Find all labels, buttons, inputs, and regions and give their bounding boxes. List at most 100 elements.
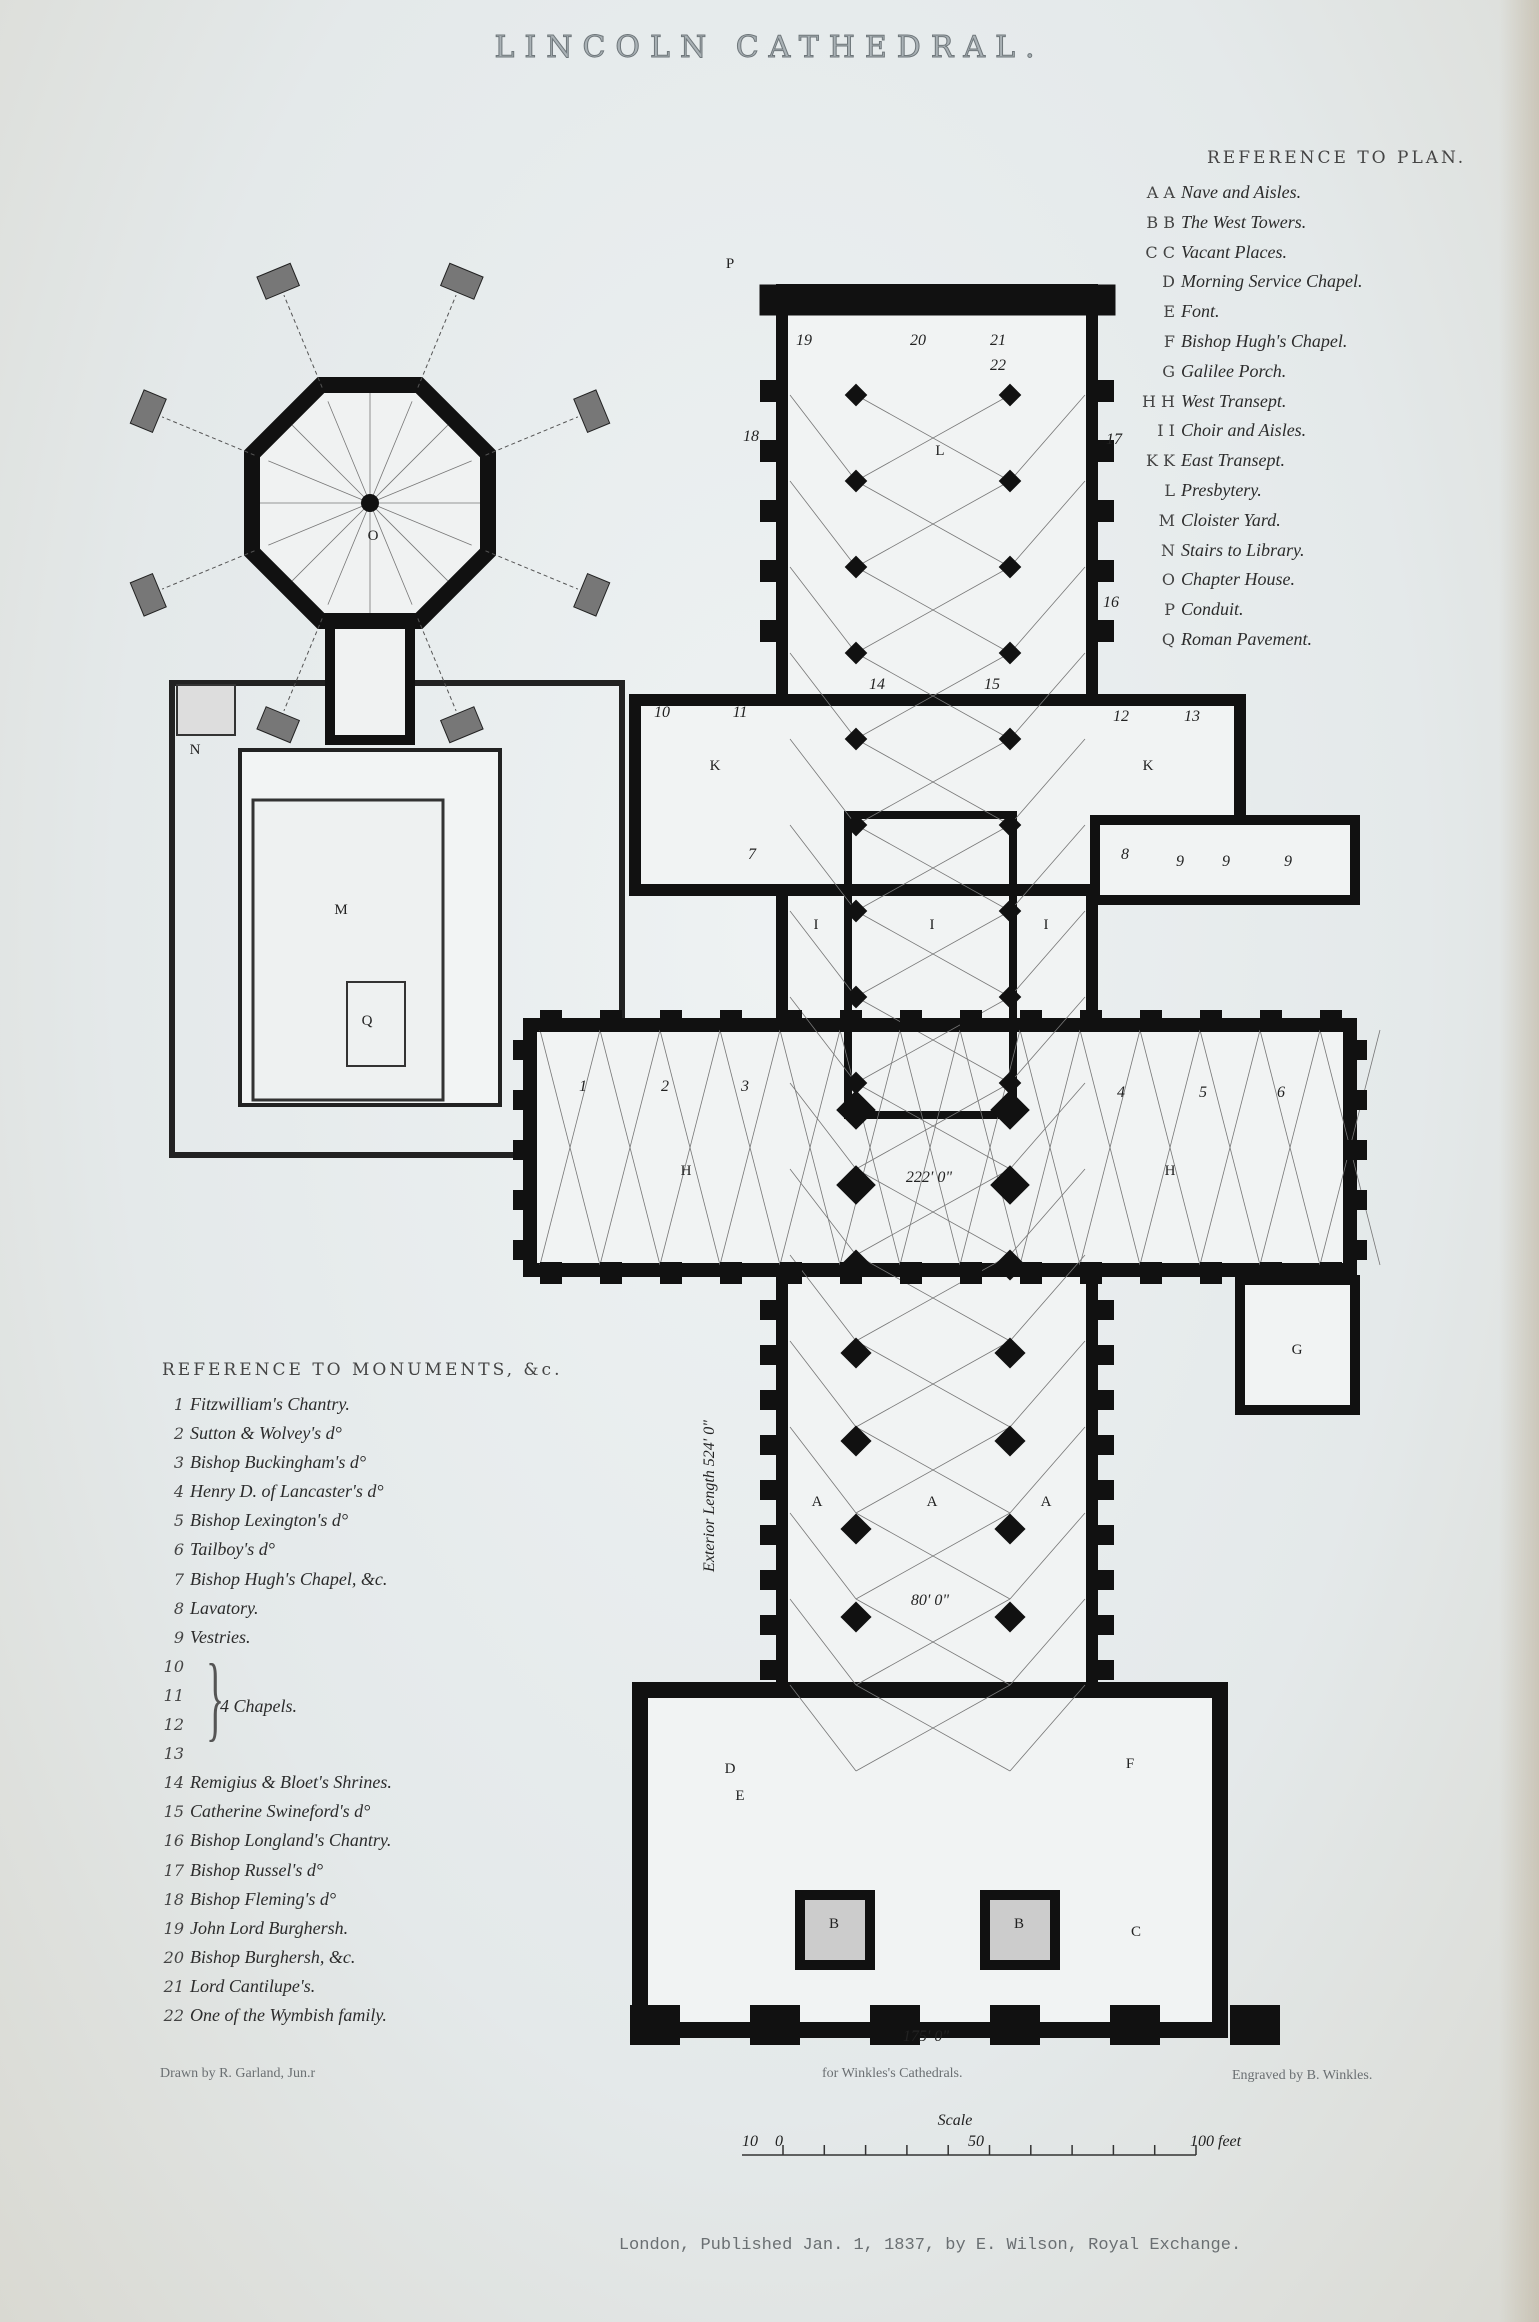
vault-rib: [855, 824, 1011, 912]
vault-rib: [779, 1029, 841, 1266]
legend-key: K K: [1146, 451, 1175, 471]
legend-key: 7: [173, 1569, 184, 1589]
buttress: [1088, 560, 1114, 582]
buttress: [750, 2005, 800, 2045]
plan-label: F: [1126, 1756, 1134, 1772]
plan-label: B: [1014, 1916, 1024, 1932]
vault-rib: [1009, 1340, 1086, 1428]
buttress: [760, 1390, 786, 1410]
legend-label: Bishop Buckingham's d°: [190, 1452, 367, 1473]
flying-buttress: [283, 294, 323, 388]
scale-tick-100: 100 feet: [1190, 2133, 1242, 2150]
buttress: [840, 1262, 862, 1284]
legend-key: B B: [1146, 212, 1175, 232]
legend-label: Bishop Longland's Chantry.: [190, 1830, 392, 1851]
legend-label: Bishop Burghersh, &c.: [190, 1946, 356, 1967]
buttress: [1088, 1525, 1114, 1545]
vault-rib: [855, 566, 1011, 654]
buttress: [960, 1010, 982, 1032]
legend-label: Font.: [1181, 301, 1220, 322]
crossing-pier: [990, 1090, 1030, 1130]
buttress: [760, 1615, 786, 1635]
flying-buttress: [417, 618, 457, 712]
buttress: [760, 500, 786, 522]
vault-rib: [1259, 1029, 1321, 1266]
buttress: [540, 1010, 562, 1032]
buttress: [760, 1345, 786, 1365]
buttress-pier: [129, 389, 167, 434]
flying-buttress: [417, 294, 457, 388]
vault-rib: [369, 424, 449, 504]
chapels-group-text: 4 Chapels.: [220, 1696, 298, 1716]
buttress: [1230, 2005, 1280, 2045]
legend-label: Bishop Russel's d°: [190, 1859, 324, 1880]
buttress: [1140, 1262, 1162, 1284]
buttress: [1200, 1262, 1222, 1284]
vault-rib: [855, 1082, 1011, 1170]
legend-item: E Font.: [1135, 297, 1362, 327]
buttress: [540, 1262, 562, 1284]
vault-rib: [291, 502, 371, 582]
legend-key: E: [1163, 302, 1175, 322]
buttress: [1080, 1010, 1102, 1032]
vault-rib: [855, 1254, 1011, 1342]
buttress: [760, 1480, 786, 1500]
buttress: [513, 1240, 537, 1260]
legend-label: West Transept.: [1181, 390, 1287, 411]
buttress: [760, 440, 786, 462]
legend-key: 8: [173, 1598, 184, 1618]
vault-rib: [291, 424, 371, 504]
flying-buttress: [161, 550, 255, 590]
vault-rib: [1139, 1029, 1201, 1266]
buttress: [1140, 1010, 1162, 1032]
buttress-pier: [256, 706, 301, 744]
screen-choir: [844, 811, 1017, 1119]
legend-key: M: [1158, 510, 1175, 530]
pier: [998, 469, 1022, 493]
roman-pavement: [346, 981, 406, 1067]
plan-label: A: [812, 1494, 823, 1510]
legend-key: 19: [163, 1918, 184, 1938]
buttress: [1260, 1010, 1282, 1032]
vault-rib: [327, 401, 371, 504]
plan-label: O: [368, 528, 379, 544]
buttress: [780, 1010, 802, 1032]
buttress-pier: [573, 572, 611, 617]
plan-label: 21: [990, 332, 1006, 349]
pier: [844, 899, 868, 923]
buttress: [760, 620, 786, 642]
vestries: [1090, 815, 1360, 905]
buttress: [1020, 1010, 1042, 1032]
vault-rib: [1079, 1029, 1141, 1266]
vault-rib: [789, 652, 857, 740]
legend-label: Roman Pavement.: [1181, 628, 1312, 649]
legend-label: Fitzwilliam's Chantry.: [190, 1394, 350, 1414]
vault-rib: [268, 502, 371, 546]
buttress: [1088, 1480, 1114, 1500]
legend-item: 11: [150, 1681, 392, 1710]
legend-key: I I: [1157, 421, 1175, 441]
legend-label: Lord Cantilupe's.: [190, 1975, 316, 1996]
buttress: [1088, 1435, 1114, 1455]
buttress: [1088, 1570, 1114, 1590]
plan-label: A: [927, 1494, 938, 1510]
chapels-group-label: 4 Chapels.: [220, 1692, 297, 1722]
vault-rib: [1009, 566, 1086, 654]
buttress: [780, 1262, 802, 1284]
vault-rib: [1009, 1254, 1086, 1342]
buttress: [1110, 2005, 1160, 2045]
legend-key: 17: [163, 1860, 184, 1880]
